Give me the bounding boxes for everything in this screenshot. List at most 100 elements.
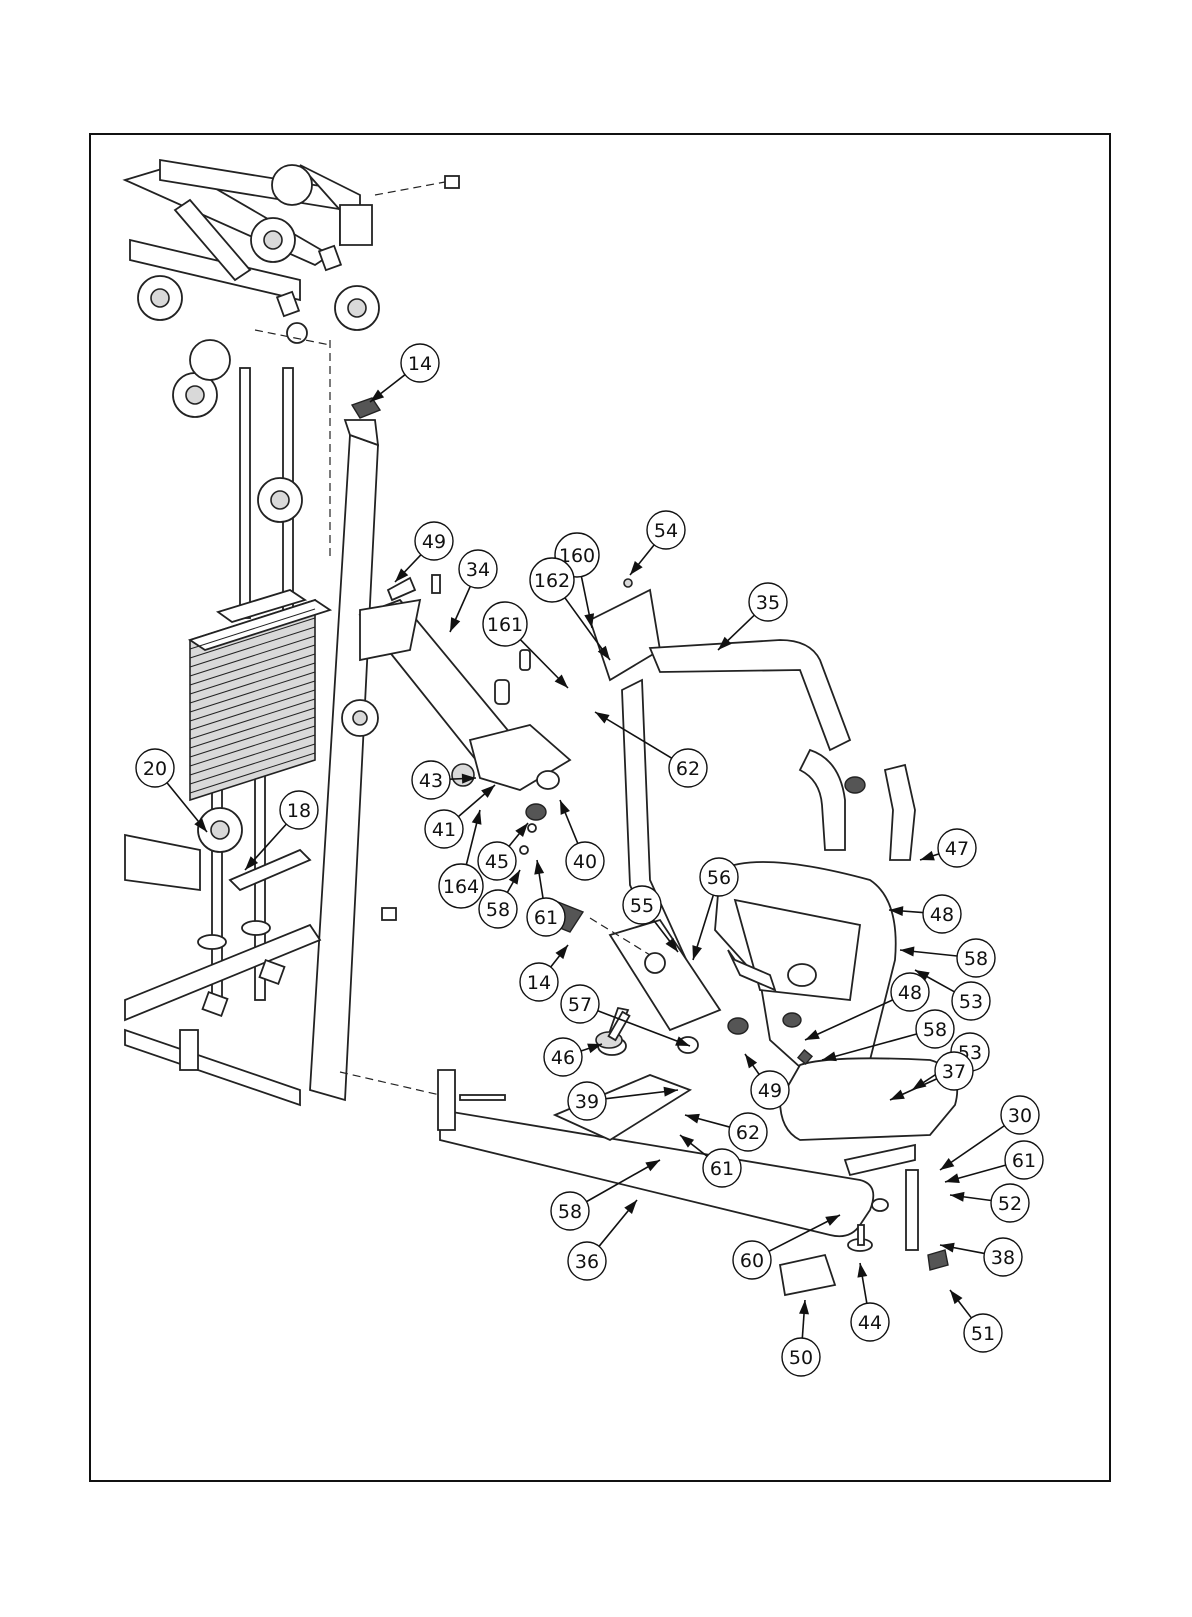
- callout-number: 49: [422, 531, 446, 553]
- callout-number: 41: [432, 819, 456, 841]
- leader-arrowhead: [450, 617, 460, 632]
- leader-arrowhead: [515, 823, 528, 837]
- leader-arrowhead: [685, 1114, 700, 1124]
- part-callout-51: 51: [964, 1314, 1002, 1352]
- callout-number: 14: [408, 353, 432, 375]
- part-callout-49: 49: [751, 1071, 789, 1109]
- leader-arrowhead: [630, 561, 643, 575]
- part-callout-37: 37: [935, 1052, 973, 1090]
- leader-arrowhead: [534, 860, 544, 875]
- leader-arrowhead: [799, 1300, 809, 1314]
- part-callout-47: 47: [938, 829, 976, 867]
- callout-number: 46: [551, 1047, 575, 1069]
- leader-arrowhead: [692, 945, 702, 960]
- callout-number: 60: [740, 1250, 764, 1272]
- leader-arrowhead: [472, 810, 482, 825]
- leader-arrowhead: [680, 1135, 694, 1148]
- part-callout-36: 36: [568, 1242, 606, 1280]
- part-callout-62: 62: [669, 749, 707, 787]
- leader-arrowhead: [950, 1192, 965, 1202]
- callout-number: 55: [630, 895, 654, 917]
- part-callout-14: 14: [401, 344, 439, 382]
- part-callout-40: 40: [566, 842, 604, 880]
- callout-number: 164: [443, 876, 479, 898]
- callout-number: 50: [789, 1347, 813, 1369]
- part-callout-44: 44: [851, 1303, 889, 1341]
- callout-number: 61: [1012, 1150, 1036, 1172]
- part-callout-56: 56: [700, 858, 738, 896]
- part-callout-34: 34: [459, 550, 497, 588]
- part-callout-58: 58: [479, 890, 517, 928]
- callout-number: 54: [654, 520, 678, 542]
- callout-number: 34: [466, 559, 490, 581]
- part-callout-61: 61: [527, 898, 565, 936]
- callout-number: 45: [485, 851, 509, 873]
- part-callout-18: 18: [280, 791, 318, 829]
- callout-number: 38: [991, 1247, 1015, 1269]
- part-callout-39: 39: [568, 1082, 606, 1120]
- callout-number: 18: [287, 800, 311, 822]
- callout-number: 43: [419, 770, 443, 792]
- part-callout-50: 50: [782, 1338, 820, 1376]
- callout-number: 57: [568, 994, 592, 1016]
- callout-number: 51: [971, 1323, 995, 1345]
- leader-arrowhead: [555, 945, 568, 959]
- leader-arrowhead: [560, 800, 570, 815]
- part-callout-35: 35: [749, 583, 787, 621]
- leader-arrowhead: [940, 1158, 954, 1170]
- leader-arrowhead: [920, 851, 935, 861]
- callout-number: 56: [707, 867, 731, 889]
- callout-number: 20: [143, 758, 167, 780]
- part-callout-164: 164: [439, 864, 483, 908]
- callout-number: 161: [487, 614, 523, 636]
- callout-number: 61: [534, 907, 558, 929]
- callout-number: 53: [959, 991, 983, 1013]
- callout-number: 58: [486, 899, 510, 921]
- part-callout-61: 61: [703, 1149, 741, 1187]
- part-callout-62: 62: [729, 1113, 767, 1151]
- part-callout-52: 52: [991, 1184, 1029, 1222]
- part-callout-53: 53: [952, 982, 990, 1020]
- callout-number: 61: [710, 1158, 734, 1180]
- callout-number: 58: [964, 948, 988, 970]
- part-callout-58: 58: [957, 939, 995, 977]
- leader-arrowhead: [745, 1054, 757, 1068]
- callout-number: 47: [945, 838, 969, 860]
- part-callout-38: 38: [984, 1238, 1022, 1276]
- part-callout-20: 20: [136, 749, 174, 787]
- leader-arrowhead: [370, 389, 384, 402]
- weight-stack: [190, 368, 330, 1000]
- part-callout-61: 61: [1005, 1141, 1043, 1179]
- callout-number: 44: [858, 1312, 882, 1334]
- callout-number: 14: [527, 972, 551, 994]
- callout-number: 40: [573, 851, 597, 873]
- callout-number: 62: [676, 758, 700, 780]
- part-callout-41: 41: [425, 810, 463, 848]
- callout-number: 49: [758, 1080, 782, 1102]
- part-callout-43: 43: [412, 761, 450, 799]
- callout-number: 39: [575, 1091, 599, 1113]
- part-callout-54: 54: [647, 511, 685, 549]
- callout-number: 35: [756, 592, 780, 614]
- leader-arrowhead: [945, 1173, 960, 1183]
- callout-number: 58: [923, 1019, 947, 1041]
- part-callout-161: 161: [483, 602, 527, 646]
- callout-number: 162: [534, 570, 570, 592]
- part-callout-46: 46: [544, 1038, 582, 1076]
- part-callout-48: 48: [891, 973, 929, 1011]
- callout-number: 36: [575, 1251, 599, 1273]
- part-callout-60: 60: [733, 1241, 771, 1279]
- leader-arrowhead: [950, 1290, 962, 1304]
- part-callout-55: 55: [623, 886, 661, 924]
- leader-arrowhead: [857, 1263, 867, 1278]
- part-callout-48: 48: [923, 895, 961, 933]
- callout-number: 30: [1008, 1105, 1032, 1127]
- callout-number: 62: [736, 1122, 760, 1144]
- callout-number: 48: [898, 982, 922, 1004]
- callout-number: 52: [998, 1193, 1022, 1215]
- part-callout-49: 49: [415, 522, 453, 560]
- leader-arrowhead: [595, 712, 610, 724]
- part-callout-58: 58: [551, 1192, 589, 1230]
- part-callout-162: 162: [530, 558, 574, 602]
